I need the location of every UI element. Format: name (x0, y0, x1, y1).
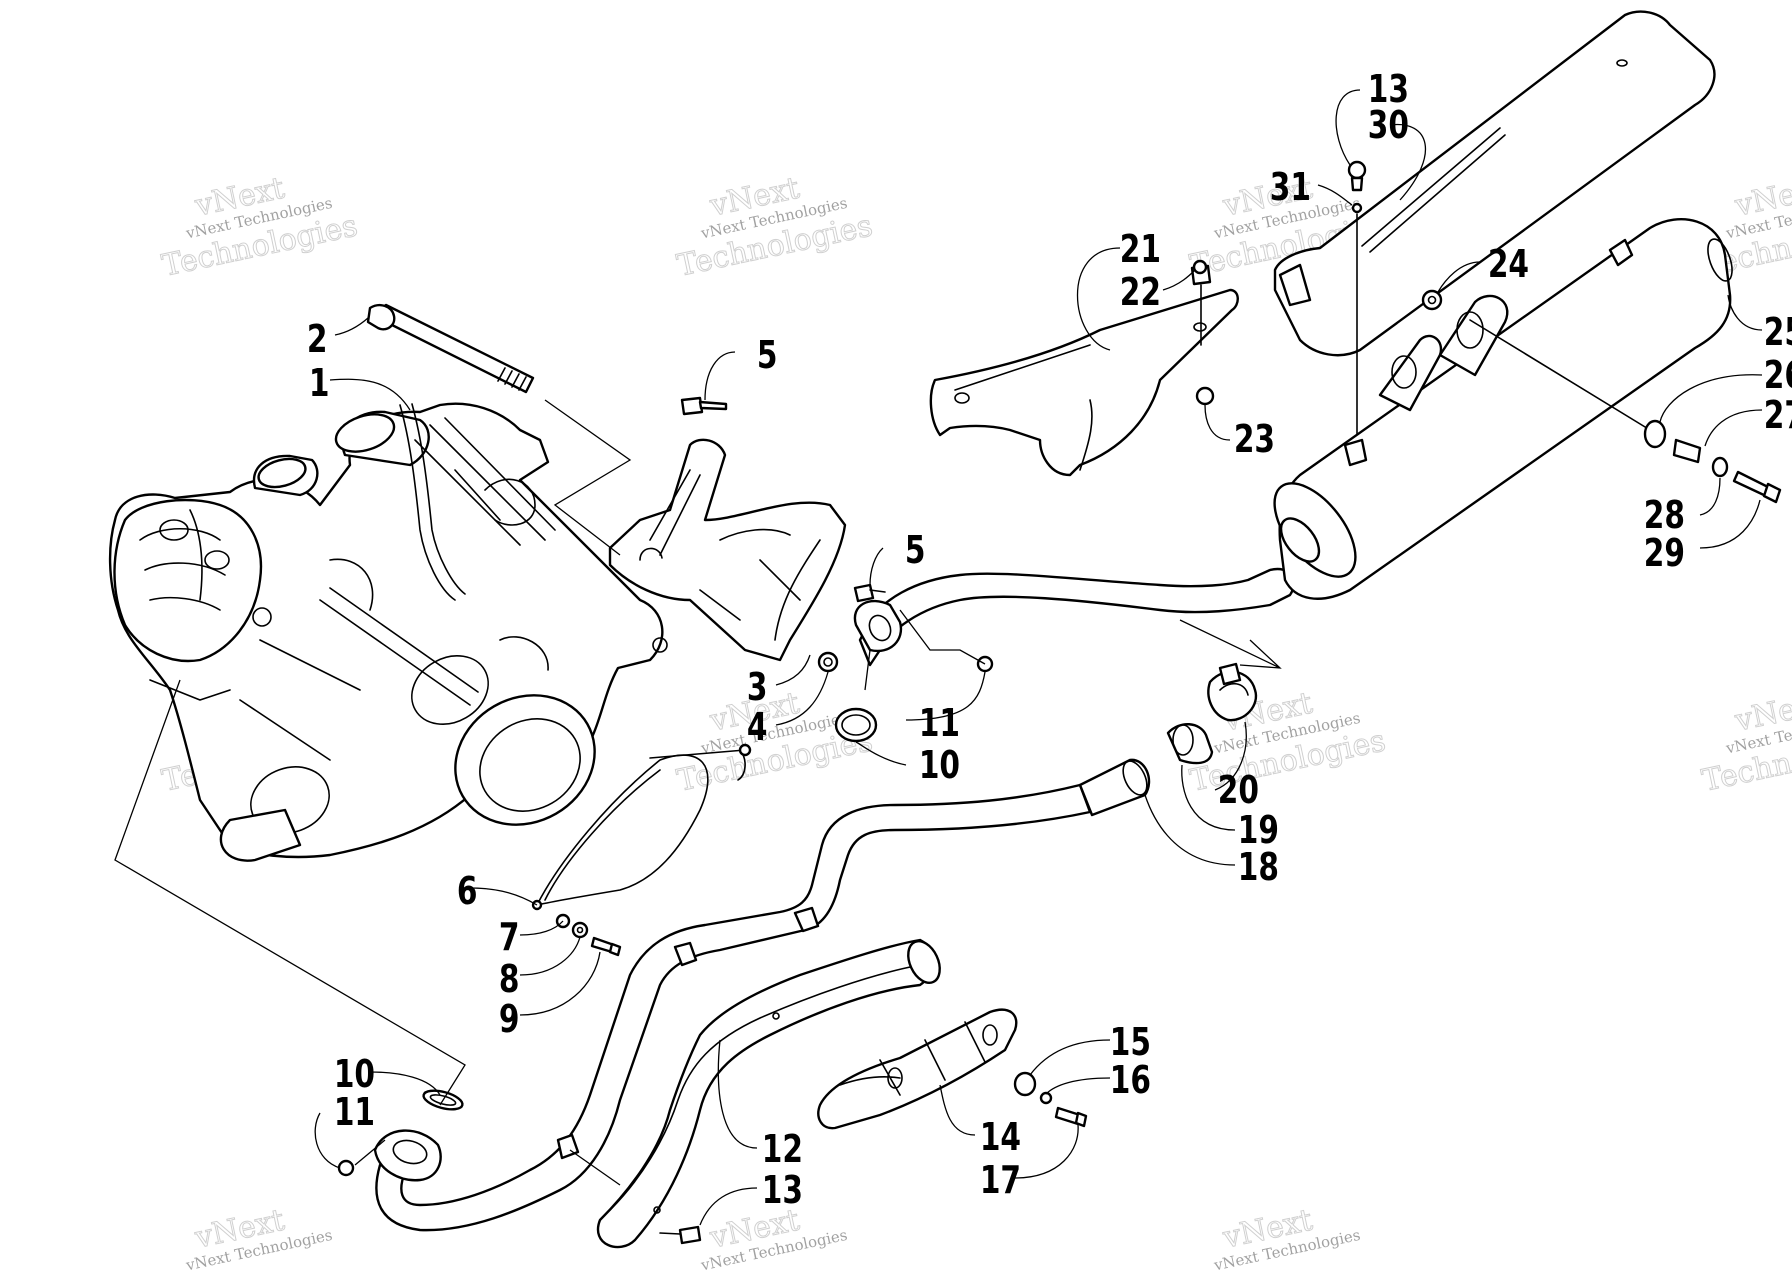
callout-23: 23 (1234, 417, 1275, 462)
leader-lines (114, 89, 1763, 1226)
callout-22: 22 (1120, 270, 1161, 315)
callout-13-lower: 13 (762, 1168, 803, 1213)
callout-18: 18 (1238, 845, 1279, 890)
callout-28: 28 (1644, 493, 1685, 538)
callout-21: 21 (1120, 227, 1161, 272)
bracket-nut (817, 651, 839, 673)
hardware-26-29 (1469, 319, 1782, 504)
callout-27: 27 (1764, 393, 1792, 438)
bracket-bolt-mid (853, 583, 886, 603)
callout-17: 17 (980, 1158, 1021, 1203)
engine-heat-shield (536, 743, 752, 906)
shield-bolt-lower (659, 1225, 702, 1245)
callout-24: 24 (1488, 242, 1529, 287)
callout-14: 14 (980, 1115, 1021, 1160)
engine (108, 402, 668, 862)
hardware-22-23 (1190, 259, 1215, 406)
front-heat-shield-upper (929, 288, 1239, 477)
spring-clamp (1207, 662, 1258, 722)
callout-3: 3 (747, 665, 768, 710)
callout-12: 12 (762, 1127, 803, 1172)
bracket-bolt-top (680, 396, 728, 416)
callout-10-lower: 10 (334, 1052, 375, 1097)
watermark: vNext vNext Technologies Technologies (674, 170, 876, 284)
callout-15: 15 (1110, 1020, 1151, 1065)
through-bolt (366, 303, 535, 394)
watermark: vNext vNext Technologies Technologies (159, 170, 361, 284)
exhaust-heat-shield (596, 938, 941, 1249)
callout-8: 8 (499, 957, 520, 1002)
hardware-24 (1421, 289, 1443, 311)
callout-20: 20 (1218, 768, 1259, 813)
callout-1: 1 (309, 361, 330, 406)
callout-6: 6 (457, 869, 478, 914)
watermark: vNext vNext Technologies Technologies (1699, 685, 1792, 799)
callout-labels: 1 2 3 4 5 5 6 7 8 9 10 10 11 11 12 13 13… (307, 67, 1792, 1213)
callout-30: 30 (1368, 103, 1409, 148)
header-pipe (373, 758, 1151, 1232)
callout-29: 29 (1644, 531, 1685, 576)
hardware-13-31 (1347, 160, 1367, 451)
callout-4: 4 (747, 705, 768, 750)
callout-5-lower: 5 (905, 528, 926, 573)
callout-26: 26 (1764, 353, 1792, 398)
mid-pipe (858, 567, 1296, 667)
callout-13-upper: 13 (1368, 67, 1409, 112)
callout-2: 2 (307, 317, 328, 362)
callout-16: 16 (1110, 1058, 1151, 1103)
callout-11-lower: 11 (334, 1090, 375, 1135)
callout-5-upper: 5 (757, 333, 778, 378)
watermark: vNext vNext Technologies (183, 1202, 333, 1274)
watermark: vNext vNext Technologies (1211, 1202, 1361, 1274)
muffler (1273, 218, 1733, 600)
front-heat-shield (817, 1008, 1018, 1130)
callout-19: 19 (1238, 808, 1279, 853)
callout-7: 7 (499, 915, 520, 960)
flange-nut-lower (337, 1159, 355, 1177)
coupler (1166, 723, 1214, 765)
muffler-heat-shield (1273, 10, 1716, 357)
callout-25: 25 (1764, 310, 1792, 355)
callout-31: 31 (1270, 165, 1311, 210)
callout-9: 9 (499, 997, 520, 1042)
callout-10-upper: 10 (919, 743, 960, 788)
hardware-15-17 (1013, 1071, 1088, 1128)
callout-11-upper: 11 (919, 701, 960, 746)
engine-bracket (608, 438, 847, 662)
